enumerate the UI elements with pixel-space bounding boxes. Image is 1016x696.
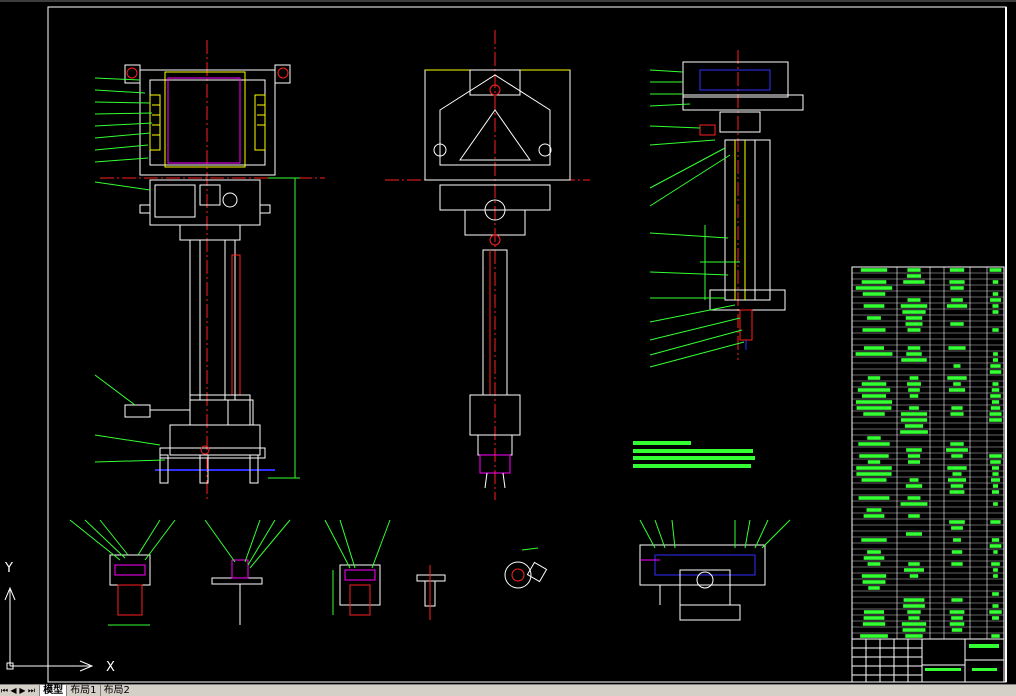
technical-notes xyxy=(633,441,755,468)
drawing-border xyxy=(47,6,1007,683)
tab-layout-2[interactable]: 布局2 xyxy=(99,685,133,696)
parts-list-table xyxy=(851,266,1005,640)
detail-view-c xyxy=(204,519,291,625)
detail-view-f xyxy=(504,547,548,589)
tab-layout-1[interactable]: 布局1 xyxy=(66,685,99,696)
section-view-a-a xyxy=(639,519,791,621)
first-tab-icon[interactable]: ⏮ xyxy=(0,686,9,695)
ucs-y-label: Y xyxy=(4,561,13,576)
title-block xyxy=(851,638,1005,683)
ucs-icon xyxy=(4,586,94,672)
ucs-x-label: X xyxy=(106,660,115,675)
prev-tab-icon[interactable]: ◀ xyxy=(10,686,17,695)
last-tab-icon[interactable]: ⏭ xyxy=(27,686,36,695)
detail-view-b xyxy=(69,519,176,626)
next-tab-icon[interactable]: ▶ xyxy=(19,686,26,695)
detail-view-d xyxy=(324,519,391,616)
front-view-assembly xyxy=(94,40,325,500)
side-view-assembly xyxy=(385,30,590,500)
tab-model[interactable]: 模型 xyxy=(39,685,67,696)
detail-view-e xyxy=(416,565,446,620)
section-view-upper-right xyxy=(649,50,804,368)
